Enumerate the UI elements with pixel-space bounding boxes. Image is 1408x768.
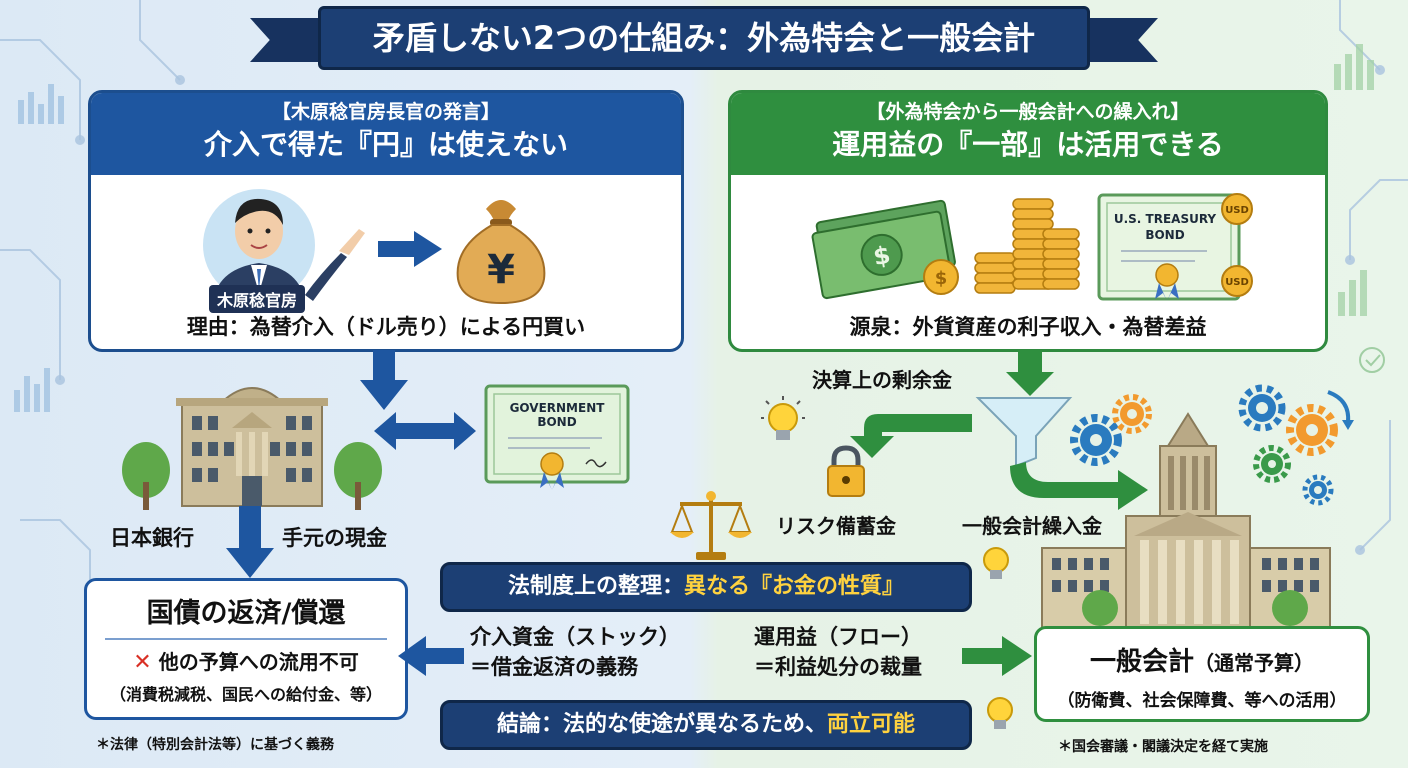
repayment-title: 国債の返済/償還 xyxy=(146,598,346,629)
surplus-label: 決算上の剰余金 xyxy=(812,368,952,392)
legal-framework-prefix: 法制度上の整理： xyxy=(507,574,684,599)
investment-income-label: 運用益（フロー） ＝利益処分の裁量 xyxy=(754,622,922,682)
us-bond-line1: U.S. TREASURY xyxy=(1114,212,1217,226)
transfer-panel: 【外為特会から一般会計への繰入れ】 運用益の『一部』は活用できる $ $ U.S… xyxy=(728,90,1328,352)
no-divert-text: 他の予算への流用不可 xyxy=(158,650,359,674)
funnel-split-icon xyxy=(850,397,1148,510)
arrow-to-money-icon xyxy=(378,231,442,267)
conclusion-box: 結論：法的な使途が異なるため、両立可能 xyxy=(440,700,972,750)
official-avatar-icon xyxy=(203,189,365,303)
statement-header: 【木原稔官房長官の発言】 介入で得た『円』は使えない xyxy=(91,93,681,175)
scales-of-justice-icon xyxy=(670,491,752,560)
arrow-down-to-boj-icon xyxy=(360,350,408,410)
investment-income-line1: 運用益（フロー） xyxy=(754,625,922,649)
lightbulb-icon xyxy=(983,547,1009,579)
no-divert-row: ✕ 他の予算への流用不可 xyxy=(87,646,405,675)
right-procedure-note: ＊国会審議・閣議決定を経て実施 xyxy=(1058,739,1268,755)
statement-header-small: 【木原稔官房長官の発言】 xyxy=(271,101,500,123)
no-divert-examples: （消費税減税、国民への給付金、等） xyxy=(109,685,382,704)
arrow-left-to-repayment-icon xyxy=(398,636,464,676)
statement-panel: 【木原稔官房長官の発言】 介入で得た『円』は使えない 木原稔官房 ¥ 理由：為替… xyxy=(88,90,684,352)
coin-dollar-symbol: $ xyxy=(935,268,948,289)
transfer-header-main: 運用益の『一部』は活用できる xyxy=(832,128,1224,161)
us-treasury-bond-icon: U.S. TREASURY BOND USD USD xyxy=(1097,193,1253,301)
lightbulb-icon xyxy=(761,396,805,440)
yen-money-bag-icon: ¥ xyxy=(456,200,546,305)
yen-symbol: ¥ xyxy=(487,247,515,293)
lightbulb-icon xyxy=(987,697,1013,729)
arrow-down-to-funnel-icon xyxy=(1006,350,1054,396)
repayment-box: 国債の返済/償還 ✕ 他の予算への流用不可 （消費税減税、国民への給付金、等） xyxy=(84,578,408,720)
conclusion-highlight: 両立可能 xyxy=(827,712,916,737)
reason-caption: 理由：為替介入（ドル売り）による円買い xyxy=(186,315,586,339)
dollar-bills-icon: $ $ xyxy=(811,199,959,300)
general-account-usage: （防衛費、社会保障費、等への活用） xyxy=(1057,691,1347,711)
cross-icon: ✕ xyxy=(133,650,152,675)
general-account-title-suffix: （通常予算） xyxy=(1194,651,1314,675)
boj-label: 日本銀行 xyxy=(110,526,194,550)
gov-bond-line2: BOND xyxy=(537,415,576,429)
intervention-funds-line1: 介入資金（ストック） xyxy=(470,625,680,649)
bond-exchange-arrow-icon xyxy=(374,412,476,450)
national-diet-building-icon xyxy=(1041,412,1331,629)
investment-income-line2: ＝利益処分の裁量 xyxy=(754,655,922,679)
general-account-title: 一般会計 xyxy=(1089,647,1194,677)
usd-coin-bottom: USD xyxy=(1225,277,1249,288)
transfer-header: 【外為特会から一般会計への繰入れ】 運用益の『一部』は活用できる xyxy=(731,93,1325,175)
general-account-box: 一般会計（通常予算） （防衛費、社会保障費、等への活用） xyxy=(1034,626,1370,722)
intervention-funds-label: 介入資金（ストック） ＝借金返済の義務 xyxy=(470,622,680,682)
padlock-icon xyxy=(827,445,865,497)
legal-framework-box: 法制度上の整理：異なる『お金の性質』 xyxy=(440,562,972,612)
legal-framework-highlight: 異なる『お金の性質』 xyxy=(684,574,905,599)
dollar-symbol: $ xyxy=(871,241,892,271)
transfer-header-small: 【外為特会から一般会計への繰入れ】 xyxy=(866,101,1190,123)
statement-header-main: 介入で得た『円』は使えない xyxy=(203,128,568,161)
risk-reserve-label: リスク備蓄金 xyxy=(776,514,896,538)
official-name-tag: 木原稔官房 xyxy=(209,285,306,313)
general-account-title-row: 一般会計（通常予算） xyxy=(1037,641,1367,678)
usd-coin-top: USD xyxy=(1225,205,1249,216)
repayment-divider xyxy=(105,638,387,640)
gears-icon xyxy=(1070,384,1354,506)
bank-of-japan-building-icon xyxy=(122,387,382,510)
coin-stacks-icon xyxy=(974,198,1080,294)
page-title: 矛盾しない2つの仕組み：外為特会と一般会計 xyxy=(318,6,1090,70)
gov-bond-line1: GOVERNMENT xyxy=(510,401,606,415)
conclusion-prefix: 結論：法的な使途が異なるため、 xyxy=(496,712,827,737)
arrow-down-to-repayment-icon xyxy=(226,506,274,578)
source-caption: 源泉：外貨資産の利子収入・為替差益 xyxy=(849,315,1207,339)
us-bond-line2: BOND xyxy=(1145,228,1184,242)
arrow-right-to-general-account-icon xyxy=(962,636,1032,676)
cash-on-hand-label: 手元の現金 xyxy=(282,526,387,550)
intervention-funds-line2: ＝借金返済の義務 xyxy=(470,655,638,679)
left-legal-note: ＊法律（特別会計法等）に基づく義務 xyxy=(96,737,334,753)
general-transfer-label: 一般会計繰入金 xyxy=(962,514,1102,538)
government-bond-icon: GOVERNMENT BOND xyxy=(484,384,630,490)
